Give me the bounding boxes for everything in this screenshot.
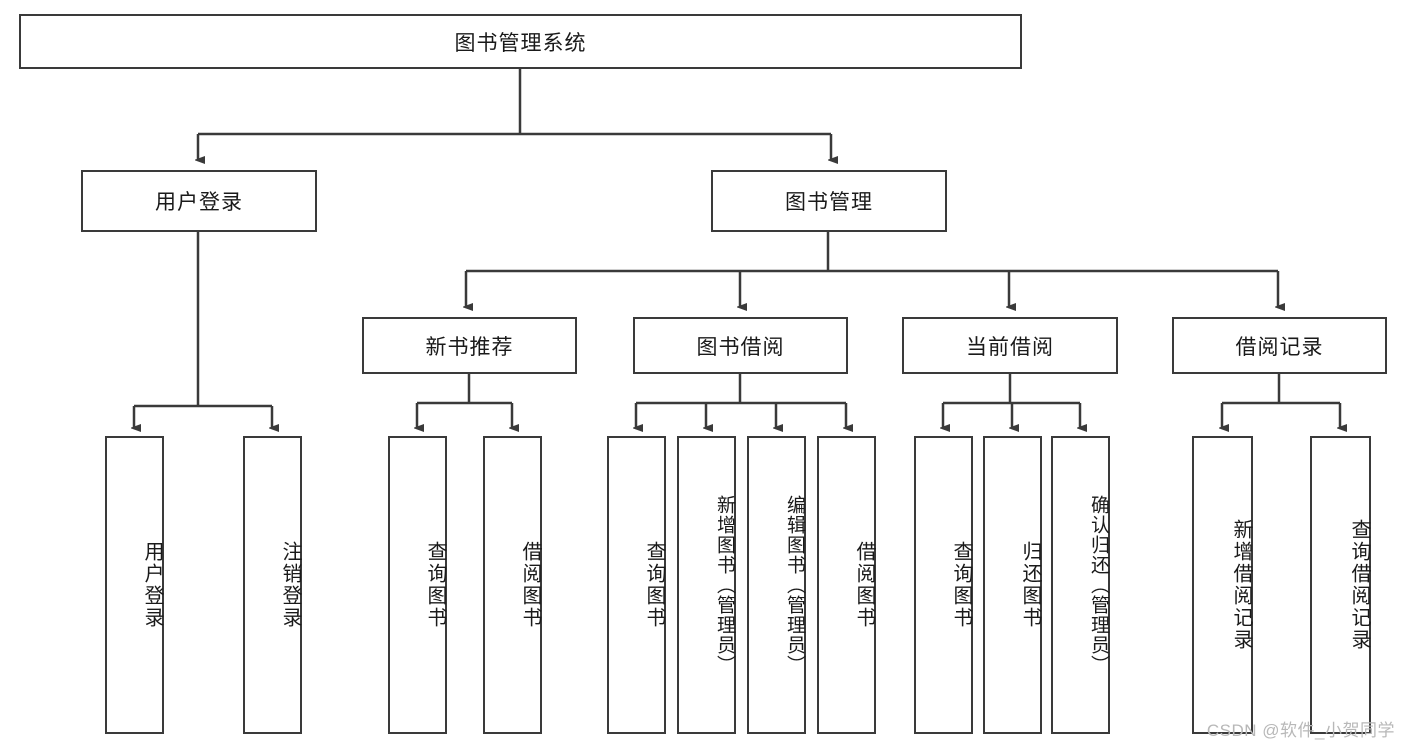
node-label: 当前借阅 <box>966 335 1054 359</box>
node-label: 图书管理系统 <box>454 31 587 55</box>
node-label: 图书借阅 <box>696 335 785 359</box>
node-label: 新增图书（管理员） <box>714 495 735 675</box>
leaf-return-book[interactable]: 归还图书 <box>983 436 1042 734</box>
node-label: 用户登录 <box>141 541 163 629</box>
node-new-book-rec[interactable]: 新书推荐 <box>362 317 577 374</box>
node-label: 借阅记录 <box>1235 335 1324 359</box>
leaf-logout[interactable]: 注销登录 <box>243 436 302 734</box>
node-label: 查询图书 <box>950 541 972 629</box>
leaf-query-book-2[interactable]: 查询图书 <box>607 436 666 734</box>
node-label: 借阅图书 <box>853 541 875 629</box>
node-book-manage[interactable]: 图书管理 <box>711 170 947 232</box>
node-label: 查询借阅记录 <box>1348 519 1370 651</box>
node-label: 归还图书 <box>1019 541 1041 629</box>
node-label: 注销登录 <box>279 541 301 629</box>
node-label: 借阅图书 <box>519 541 541 629</box>
leaf-edit-book[interactable]: 编辑图书（管理员） <box>747 436 806 734</box>
node-label: 确认归还（管理员） <box>1088 495 1109 675</box>
leaf-borrow-book-2[interactable]: 借阅图书 <box>817 436 876 734</box>
node-root[interactable]: 图书管理系统 <box>19 14 1022 69</box>
watermark: CSDN @软件_小贺同学 <box>1206 721 1395 740</box>
leaf-add-book[interactable]: 新增图书（管理员） <box>677 436 736 734</box>
leaf-add-record[interactable]: 新增借阅记录 <box>1192 436 1253 734</box>
node-label: 新书推荐 <box>425 335 514 359</box>
node-borrow-record[interactable]: 借阅记录 <box>1172 317 1387 374</box>
leaf-query-record[interactable]: 查询借阅记录 <box>1310 436 1371 734</box>
leaf-query-book-1[interactable]: 查询图书 <box>388 436 447 734</box>
leaf-query-book-3[interactable]: 查询图书 <box>914 436 973 734</box>
node-label: 编辑图书（管理员） <box>784 495 805 675</box>
leaf-user-login[interactable]: 用户登录 <box>105 436 164 734</box>
node-user-login[interactable]: 用户登录 <box>81 170 317 232</box>
leaf-borrow-book-1[interactable]: 借阅图书 <box>483 436 542 734</box>
node-label: 用户登录 <box>155 191 243 214</box>
node-current-borrow[interactable]: 当前借阅 <box>902 317 1118 374</box>
node-label: 查询图书 <box>424 541 446 629</box>
node-label: 查询图书 <box>643 541 665 629</box>
node-label: 新增借阅记录 <box>1230 519 1252 651</box>
leaf-confirm-return[interactable]: 确认归还（管理员） <box>1051 436 1110 734</box>
node-label: 图书管理 <box>785 191 873 214</box>
node-book-borrow[interactable]: 图书借阅 <box>633 317 848 374</box>
